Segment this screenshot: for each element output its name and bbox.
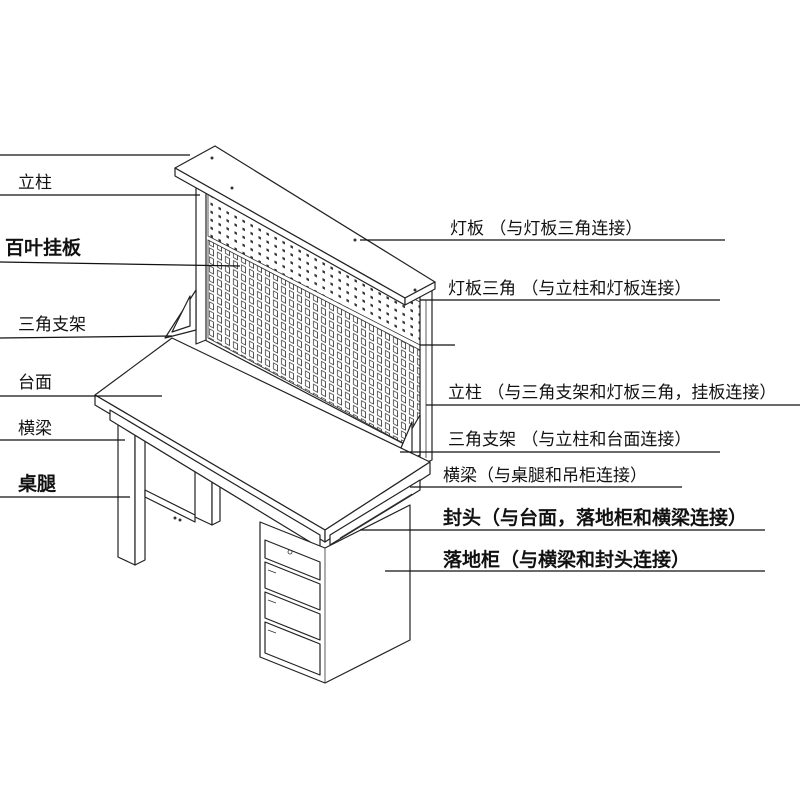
label-triangle-bracket-right: 三角支架 （与立柱和台面连接）: [448, 430, 691, 450]
label-crossbeam-right: 横梁（与桌腿和吊柜连接）: [443, 466, 647, 486]
tabletop: [94, 337, 431, 549]
label-end-cap: 封头（与台面，落地柜和横梁连接）: [443, 506, 747, 529]
label-light-board-triangle: 灯板三角 （与立柱和灯板连接）: [448, 279, 691, 299]
label-table-leg: 桌腿: [18, 472, 56, 495]
pegboard: [199, 181, 426, 456]
label-column-left: 立柱: [18, 173, 52, 193]
crossbeam: [329, 479, 421, 546]
columns: [195, 177, 433, 466]
label-triangle-bracket-left: 三角支架: [18, 315, 86, 335]
floor-cabinet: [259, 504, 411, 684]
label-crossbeam-left: 横梁: [18, 419, 52, 439]
label-louver-board: 百叶挂板: [5, 236, 82, 259]
label-tabletop: 台面: [18, 373, 52, 393]
light-board: [174, 145, 436, 306]
label-light-board: 灯板 （与灯板三角连接）: [450, 219, 642, 239]
label-floor-cabinet: 落地柜（与横梁和封头连接）: [443, 548, 690, 571]
label-column-right: 立柱 （与三角支架和灯板三角，挂板连接）: [448, 383, 776, 403]
leader-lines: [0, 154, 800, 572]
